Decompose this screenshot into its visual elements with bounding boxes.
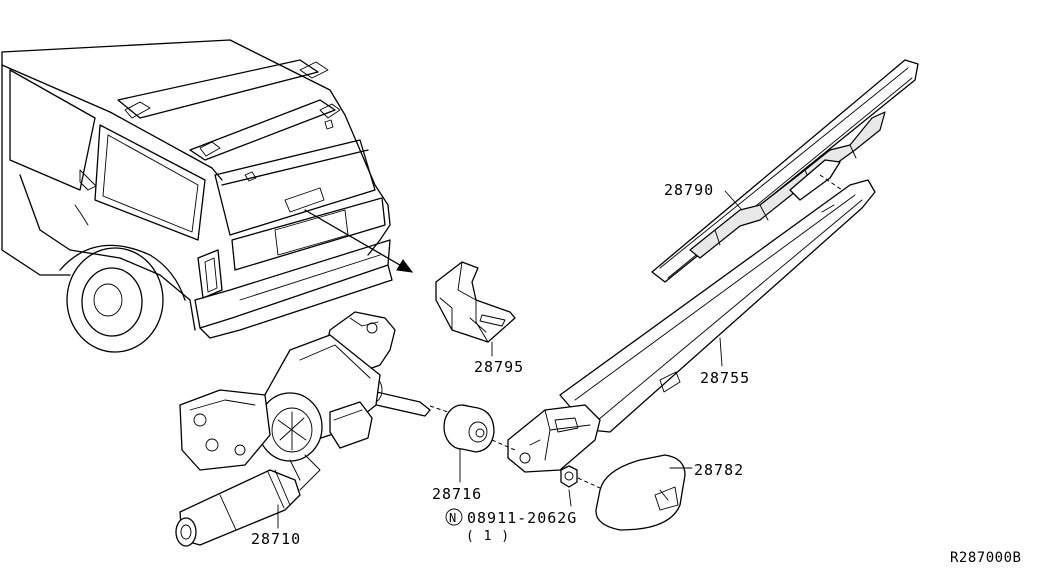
blade-leader [724, 190, 743, 211]
seal-part [443, 404, 495, 453]
label-28782: 28782 [694, 461, 744, 479]
wiper-arm-part [507, 179, 876, 473]
label-28755: 28755 [700, 369, 750, 387]
motor-part [175, 311, 431, 547]
location-arrow [304, 209, 414, 273]
label-28790: 28790 [664, 181, 714, 199]
nut-callout: N 08911-2062G ( 1 ) [445, 508, 577, 544]
nut-leader [568, 489, 572, 507]
nut-symbol-circle [445, 508, 463, 526]
reference-code: R287000B [950, 550, 1021, 566]
bracket-part [435, 261, 516, 343]
label-nut-part-number: 08911-2062G [467, 509, 577, 527]
nut-to-cap-dashes [577, 477, 601, 489]
label-28716: 28716 [432, 485, 482, 503]
wiper-blade-part [651, 59, 919, 283]
nut-symbol-letter: N [449, 511, 456, 525]
arm-leader [719, 337, 723, 367]
blade-connection-dashes [819, 174, 846, 193]
vehicle-illustration [1, 39, 393, 353]
label-nut-quantity: ( 1 ) [466, 529, 510, 544]
shaft-to-seal-dashes [429, 405, 449, 413]
nut-part [560, 465, 578, 488]
label-28710: 28710 [251, 530, 301, 548]
label-28795: 28795 [474, 358, 524, 376]
cap-part [595, 454, 686, 531]
